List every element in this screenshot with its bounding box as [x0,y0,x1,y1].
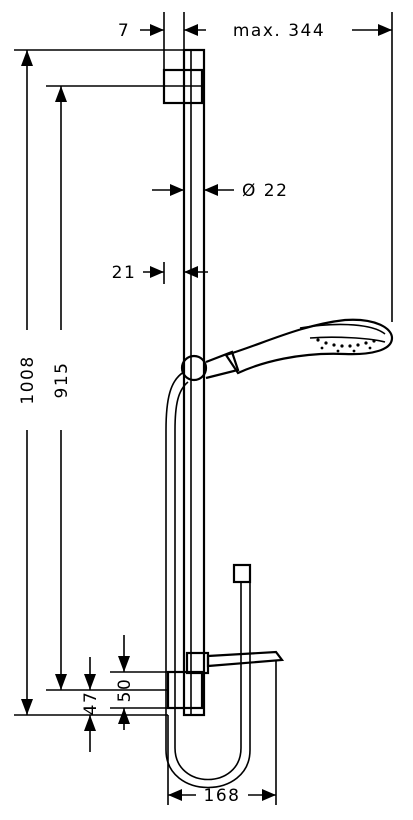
hand-shower-body [224,318,394,375]
spray-nozzles [316,338,376,353]
dimension-top: 7 max. 344 [118,12,393,322]
arrow-1008-bottom [21,699,33,715]
slider-knob [180,354,208,382]
dimension-diameter: Ø 22 [152,181,288,201]
arrow-915-top [55,86,67,102]
label-max-projection: max. 344 [233,21,325,41]
label-bracket-offset: 47 [81,691,101,716]
arrow-7 [150,24,164,36]
label-diameter: Ø 22 [242,181,288,201]
arrow-21-left [150,266,164,278]
arrow-dia-right [204,184,218,196]
hose-connector [232,563,252,584]
arrow-47-bottom [84,715,96,731]
arrow-21-right [184,266,198,278]
shelf-plate [206,650,285,668]
arrow-344-left [184,24,198,36]
dimension-50: 50 [110,635,168,730]
slider-holder-arm [205,350,240,380]
dimension-rail-depth: 21 [112,262,208,360]
arrow-915-bottom [55,674,67,690]
bottom-wall-bracket [166,650,285,710]
arrow-47-top [84,674,96,690]
label-height-total: 1008 [18,355,38,404]
label-height-bracket: 915 [52,362,72,399]
dimension-bracket-height: 915 [46,85,168,691]
arrow-dia-left [170,184,184,196]
arrow-168-left [168,789,182,801]
shower-rail [182,48,206,717]
label-shelf-width: 168 [204,786,241,806]
rail-body [182,48,206,717]
label-bracket-height: 50 [115,678,135,703]
arrow-168-right [262,789,276,801]
arrow-344-right [378,24,392,36]
hand-shower [224,318,394,375]
arrow-1008-top [21,50,33,66]
hose-inner [174,381,242,781]
shower-slider [180,350,240,382]
hose-outer [165,371,251,789]
dimension-total-height: 1008 [14,49,184,716]
arrow-50-bottom [118,708,130,724]
hand-shower-highlight [299,323,386,335]
label-wall-offset: 7 [118,21,130,41]
dimension-shelf-width: 168 [167,660,277,806]
dimension-47: 47 [81,657,101,752]
label-rail-depth: 21 [112,263,137,283]
hand-shower-face [309,336,386,343]
shower-hose [165,371,252,789]
arrow-50-top [118,656,130,672]
